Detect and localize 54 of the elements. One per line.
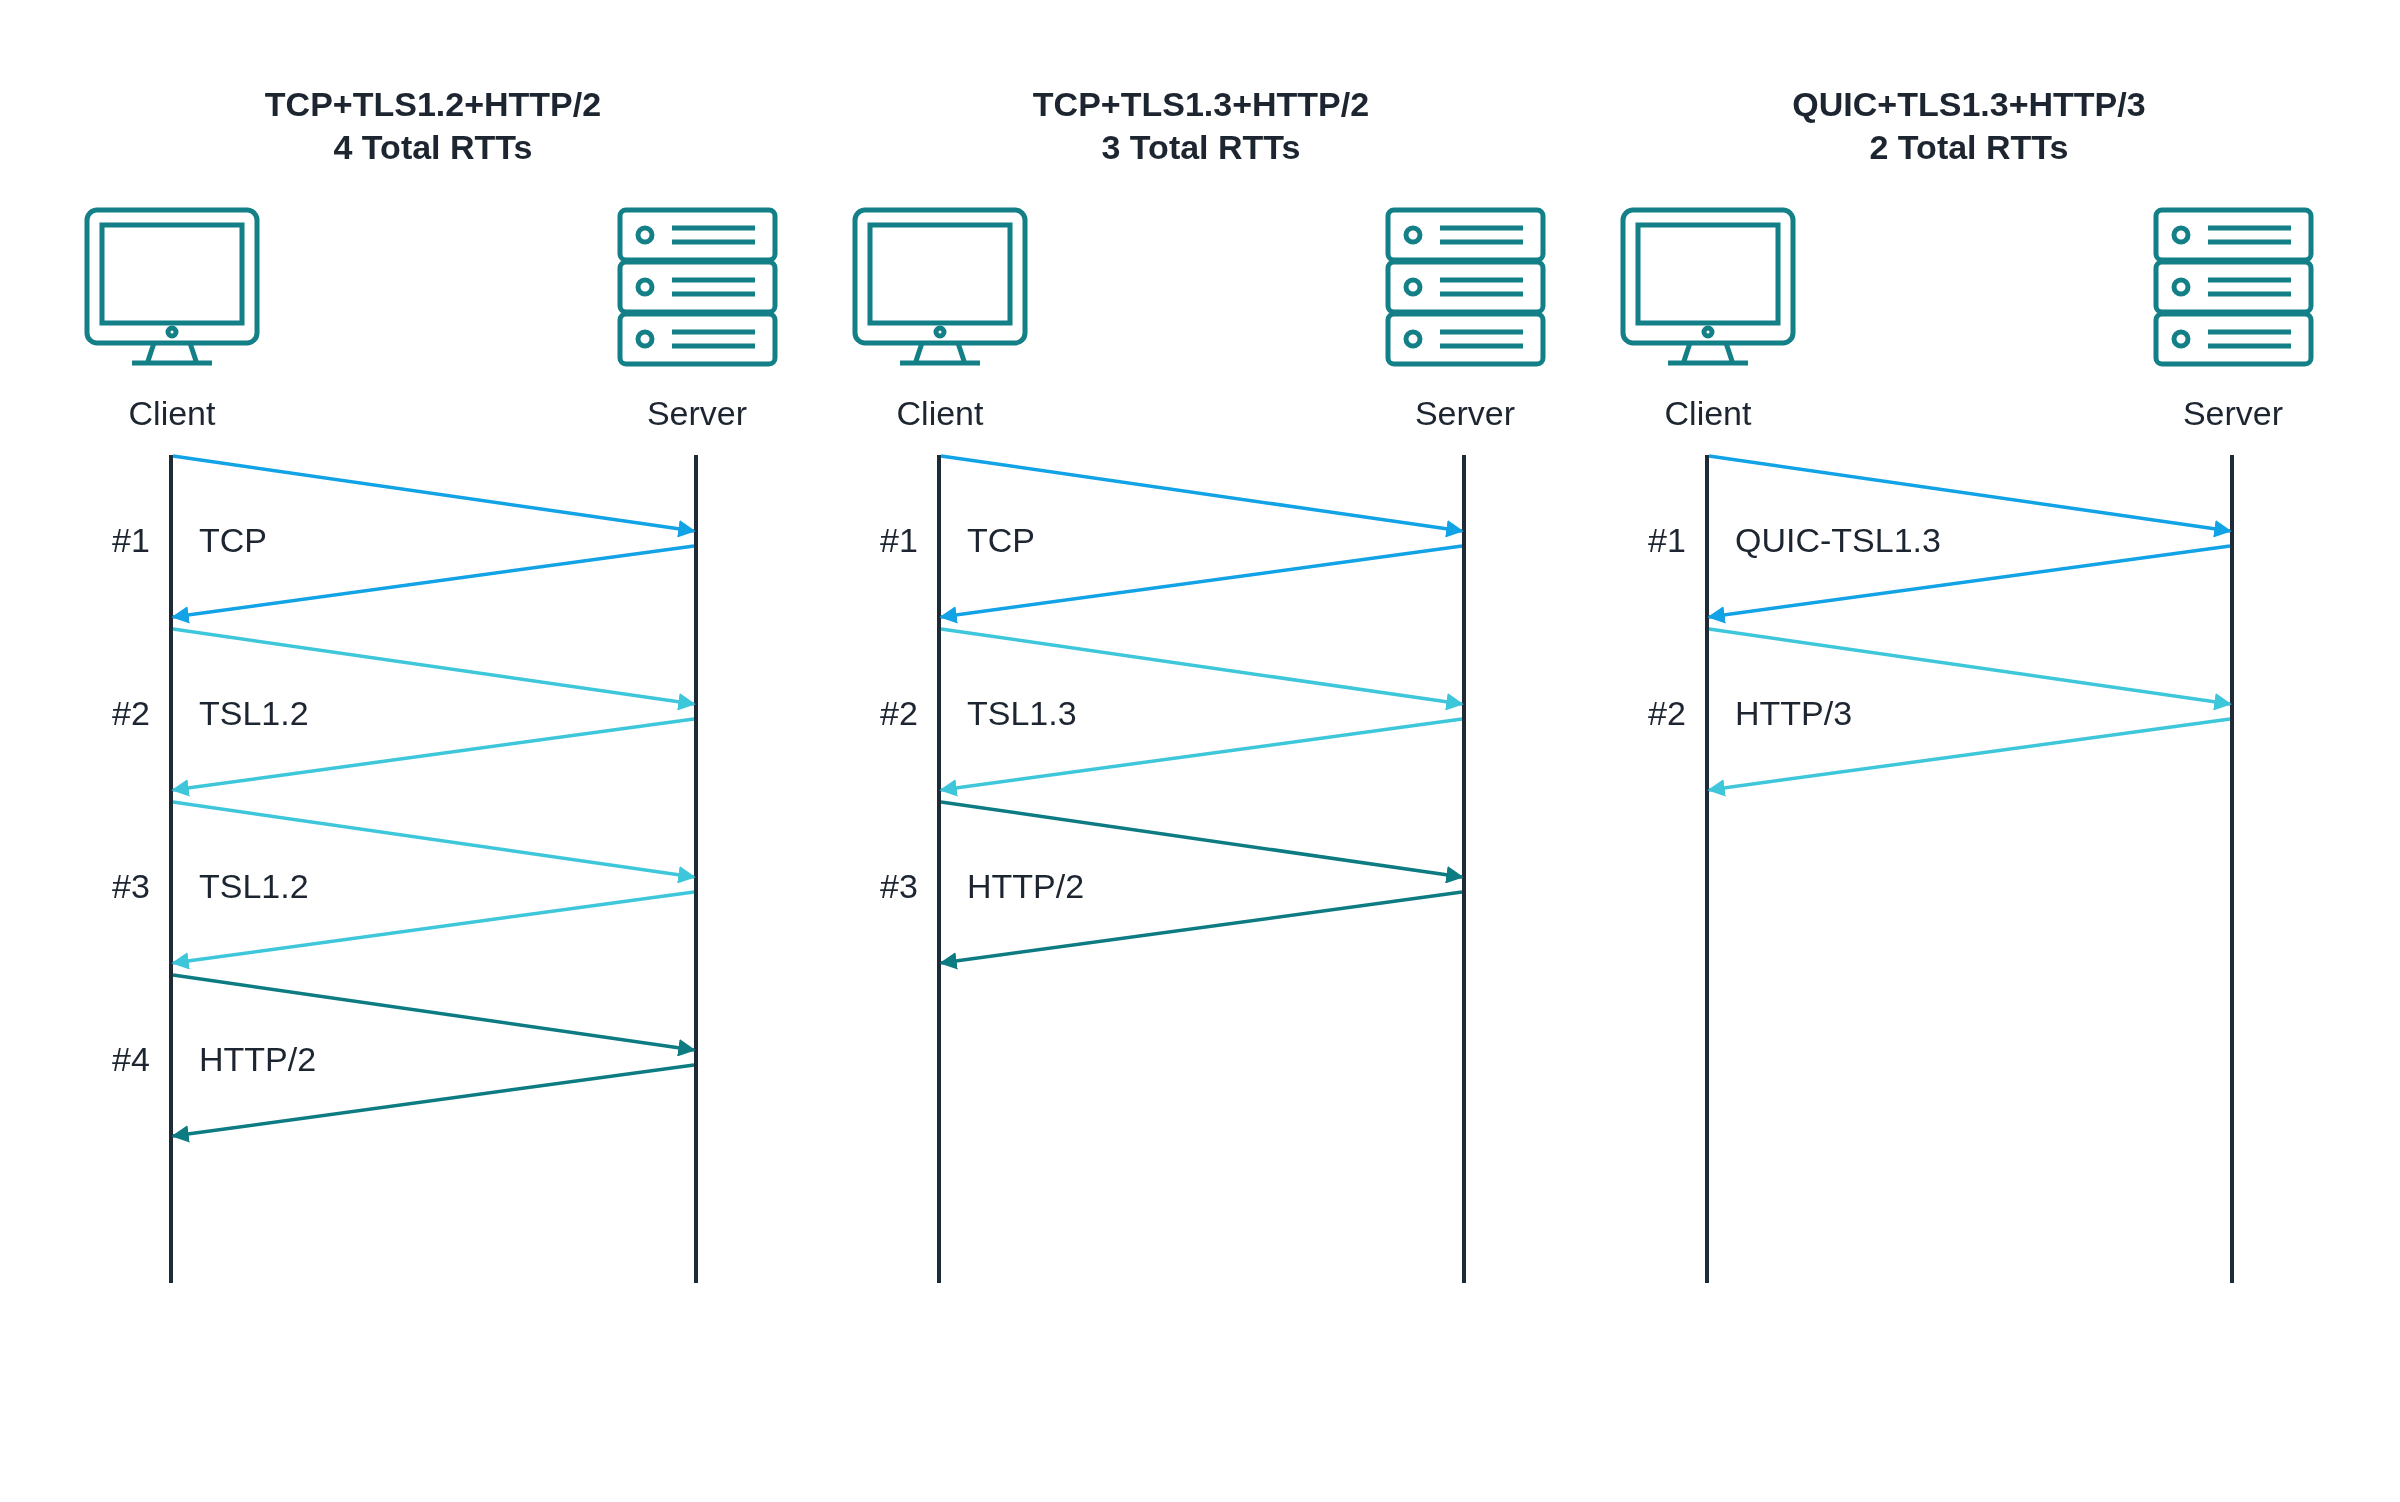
step-number: #1 <box>1648 520 1686 560</box>
step-number: #3 <box>112 866 150 906</box>
protocol-label: TCP <box>199 520 267 560</box>
rtt-count: 4 Total RTTs <box>333 127 533 167</box>
step-number: #4 <box>112 1039 150 1079</box>
arrow <box>171 544 695 624</box>
arrow <box>172 454 696 538</box>
protocol-label: TSL1.2 <box>199 866 309 906</box>
panel-heading: TCP+TLS1.2+HTTP/2 <box>264 84 602 124</box>
protocol-label: HTTP/2 <box>199 1039 317 1079</box>
participant-name: Server <box>1414 393 1516 433</box>
lifeline <box>1705 455 1709 1283</box>
lifeline <box>169 455 173 1283</box>
protocol-label: TCP <box>967 520 1035 560</box>
panel-heading: TCP+TLS1.3+HTTP/2 <box>1032 84 1370 124</box>
arrow <box>1707 544 2231 624</box>
arrow <box>940 454 1464 538</box>
arrow <box>171 717 695 797</box>
participant-name: Server <box>646 393 748 433</box>
arrow <box>171 1063 695 1143</box>
arrow <box>172 627 696 711</box>
protocol-label: TSL1.2 <box>199 693 309 733</box>
step-number: #3 <box>880 866 918 906</box>
lifeline <box>1462 455 1466 1283</box>
rtt-count: 2 Total RTTs <box>1869 127 2069 167</box>
lifeline <box>2230 455 2234 1283</box>
arrow <box>171 890 695 970</box>
arrow <box>939 717 1463 797</box>
arrow <box>940 627 1464 711</box>
protocol-label: HTTP/3 <box>1735 693 1853 733</box>
rtt-count: 3 Total RTTs <box>1101 127 1301 167</box>
panel-heading: QUIC+TLS1.3+HTTP/3 <box>1792 84 2146 124</box>
lifeline <box>694 455 698 1283</box>
step-number: #2 <box>1648 693 1686 733</box>
step-number: #2 <box>880 693 918 733</box>
step-number: #2 <box>112 693 150 733</box>
participant-name: Server <box>2182 393 2284 433</box>
arrow <box>1708 627 2232 711</box>
arrow <box>940 800 1464 884</box>
protocol-label: QUIC-TSL1.3 <box>1735 520 1941 560</box>
participant-name: Client <box>896 393 984 433</box>
arrow <box>172 973 696 1057</box>
arrow <box>1708 454 2232 538</box>
arrow <box>172 800 696 884</box>
participant-name: Client <box>128 393 216 433</box>
step-number: #1 <box>112 520 150 560</box>
step-number: #1 <box>880 520 918 560</box>
arrow <box>1707 717 2231 797</box>
arrow <box>939 544 1463 624</box>
lifeline <box>937 455 941 1283</box>
participant-name: Client <box>1664 393 1752 433</box>
protocol-label: HTTP/2 <box>967 866 1085 906</box>
arrow <box>939 890 1463 970</box>
protocol-label: TSL1.3 <box>967 693 1077 733</box>
